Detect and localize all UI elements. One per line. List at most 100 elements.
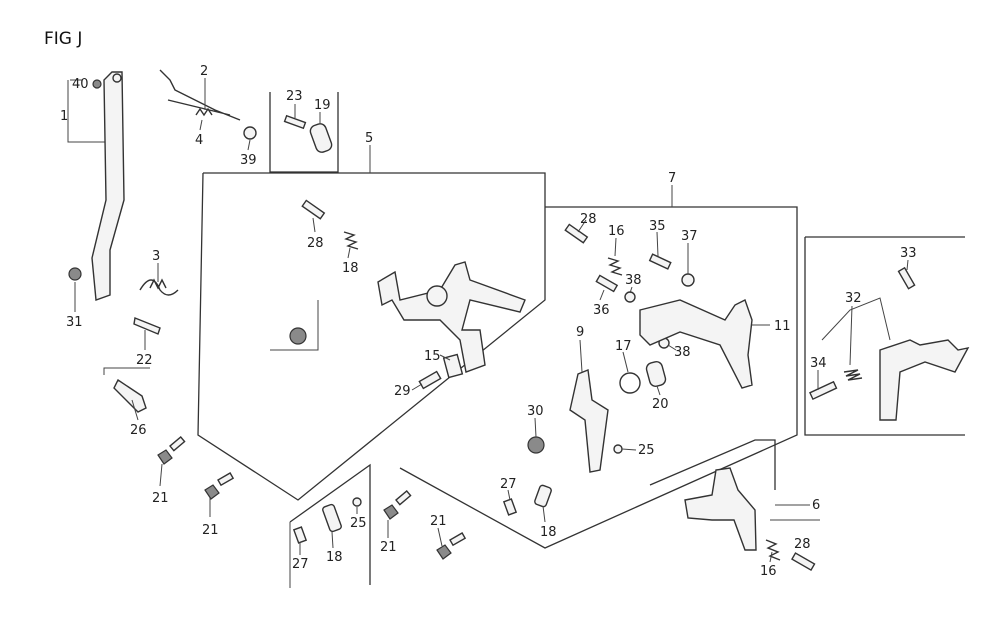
bolt-part-26 <box>113 378 147 413</box>
callout-28-a: 28 <box>307 236 324 251</box>
outline-group-32-34-path <box>804 237 965 436</box>
callout-22: 22 <box>136 353 153 368</box>
callout-11: 11 <box>774 319 791 334</box>
spacer-part-18-b <box>322 503 342 533</box>
outline-group-18-27 <box>289 463 371 585</box>
callout-5: 5 <box>365 131 373 146</box>
lever-part-9 <box>569 369 609 473</box>
wire-part-2 <box>159 69 241 121</box>
callout-25-a: 25 <box>638 443 655 458</box>
callout-27-a: 27 <box>500 477 517 492</box>
callout-21-a: 21 <box>152 491 169 506</box>
callout-2: 2 <box>200 64 208 79</box>
spring-part-16-b <box>765 539 781 561</box>
callout-38-a: 38 <box>625 273 642 288</box>
callout-28-b: 28 <box>580 212 597 227</box>
clip-part-15 <box>442 353 464 379</box>
callout-29: 29 <box>394 384 411 399</box>
bracket-part-5 <box>377 261 526 373</box>
washer-part-25-a <box>613 444 623 454</box>
callout-21-c: 21 <box>380 540 397 555</box>
nut-group-5 <box>289 327 307 345</box>
callout-4: 4 <box>195 133 203 148</box>
bolt-part-21-a <box>157 436 186 465</box>
callout-15: 15 <box>424 349 441 364</box>
callout-9: 9 <box>576 325 584 340</box>
outline-group-7 <box>399 206 798 549</box>
spacer-part-18-c <box>534 484 552 508</box>
nut-part-40 <box>92 79 102 89</box>
callout-31: 31 <box>66 315 83 330</box>
callout-23: 23 <box>286 89 303 104</box>
outline-group-19-23 <box>269 92 339 173</box>
callout-18-c: 18 <box>540 525 557 540</box>
callout-20: 20 <box>652 397 669 412</box>
spring-part-32 <box>843 369 863 381</box>
bolt-part-21-d <box>436 532 467 560</box>
screw-part-29 <box>418 370 442 390</box>
plate-part-11 <box>639 299 753 389</box>
callout-33: 33 <box>900 246 917 261</box>
spring-part-3 <box>139 278 179 296</box>
callout-1: 1 <box>60 109 68 124</box>
callout-16-b: 16 <box>760 564 777 579</box>
callout-21-b: 21 <box>202 523 219 538</box>
callout-6: 6 <box>812 498 820 513</box>
callout-38-b: 38 <box>674 345 691 360</box>
pivot-part-5 <box>426 285 448 307</box>
screw-part-27-a <box>502 498 518 516</box>
callout-32: 32 <box>845 291 862 306</box>
screw-part-27-b <box>292 526 308 544</box>
lever-part-1 <box>91 71 125 301</box>
washer-part-25-b <box>352 497 362 507</box>
collar-part-20 <box>645 360 667 388</box>
bolt-part-21-c <box>383 490 412 520</box>
callout-21-d: 21 <box>430 514 447 529</box>
parts <box>68 69 970 572</box>
callout-34: 34 <box>810 356 827 371</box>
nut-part-30 <box>527 436 545 454</box>
figure-title: FIG J <box>44 29 82 49</box>
callout-18-b: 18 <box>326 550 343 565</box>
outline-group-6 <box>649 439 776 490</box>
callout-labels: 40 1 2 4 39 23 19 5 3 31 22 26 21 21 28 … <box>60 64 917 579</box>
outline-group-1-40 <box>67 80 110 143</box>
screw-part-36 <box>595 274 619 293</box>
callout-7: 7 <box>668 171 676 186</box>
screw-part-33 <box>897 266 916 290</box>
bracket-part-6 <box>684 467 757 551</box>
callout-39: 39 <box>240 153 257 168</box>
screw-part-35 <box>648 253 672 270</box>
callout-26: 26 <box>130 423 147 438</box>
callout-25-b: 25 <box>350 516 367 531</box>
callout-16-a: 16 <box>608 224 625 239</box>
callout-3: 3 <box>152 249 160 264</box>
callout-18-a: 18 <box>342 261 359 276</box>
screw-part-28-a <box>301 199 326 220</box>
washer-part-39 <box>243 126 257 140</box>
screw-part-34 <box>809 380 838 401</box>
callout-27-b: 27 <box>292 557 309 572</box>
callout-35: 35 <box>649 219 666 234</box>
screw-part-28-b <box>564 223 589 244</box>
callout-36: 36 <box>593 303 610 318</box>
callout-19: 19 <box>314 98 331 113</box>
spring-part-4 <box>195 107 213 117</box>
spring-part-18-a <box>343 231 359 250</box>
collar-part-19 <box>309 123 333 153</box>
group-outlines <box>67 79 965 588</box>
outline-group-5 <box>197 172 546 501</box>
bolt-part-21-b <box>204 472 235 500</box>
screw-part-28-c <box>791 552 816 572</box>
callout-40: 40 <box>72 77 89 92</box>
leader-lines <box>74 78 909 563</box>
callout-17: 17 <box>615 339 632 354</box>
lever-hole <box>112 73 122 83</box>
washer-part-38-a <box>624 291 636 303</box>
spring-part-17 <box>619 372 641 394</box>
callout-28-c: 28 <box>794 537 811 552</box>
screw-part-23 <box>283 114 307 130</box>
bolt-part-22 <box>133 317 161 335</box>
outline-group-bracket-28-rt <box>270 300 319 351</box>
